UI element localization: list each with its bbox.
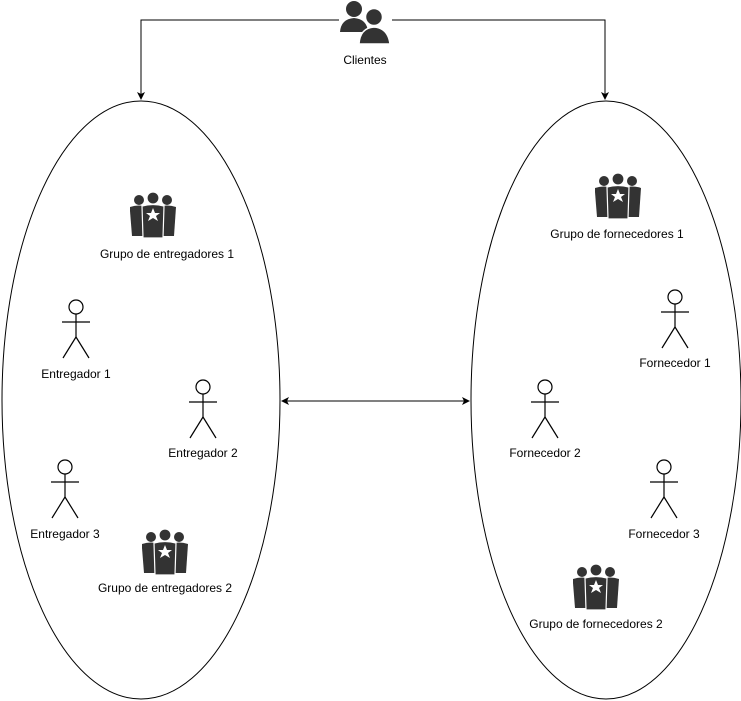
delivery-actor-3-icon — [50, 459, 80, 519]
delivery-group-1-icon — [129, 191, 177, 239]
supplier-group-1-icon — [594, 172, 642, 220]
delivery-group-1-label: Grupo de entregadores 1 — [100, 247, 234, 261]
delivery-actor-1-label: Entregador 1 — [41, 367, 111, 381]
delivery-group-2-icon — [141, 528, 189, 576]
delivery-actor-2-label: Entregador 2 — [168, 446, 238, 460]
supplier-actor-2-icon — [530, 379, 560, 439]
right-ellipse-container — [470, 100, 741, 700]
supplier-actor-3-label: Fornecedor 3 — [628, 527, 700, 541]
supplier-actor-1-icon — [660, 289, 690, 349]
client-to-right-connector — [392, 19, 609, 100]
supplier-actor-2-label: Fornecedor 2 — [509, 446, 581, 460]
delivery-actor-2-icon — [188, 379, 218, 439]
client-to-left-connector — [137, 19, 339, 100]
supplier-actor-1-label: Fornecedor 1 — [639, 356, 711, 370]
left-ellipse-container — [1, 100, 281, 700]
delivery-actor-1-icon — [61, 299, 91, 359]
supplier-actor-3-icon — [649, 459, 679, 519]
clients-label: Clientes — [343, 53, 386, 67]
users-icon — [340, 1, 391, 45]
delivery-group-2-label: Grupo de entregadores 2 — [98, 581, 232, 595]
supplier-group-1-label: Grupo de fornecedores 1 — [550, 227, 684, 241]
supplier-group-2-icon — [572, 563, 620, 611]
delivery-actor-3-label: Entregador 3 — [30, 527, 100, 541]
supplier-group-2-label: Grupo de fornecedores 2 — [529, 617, 663, 631]
